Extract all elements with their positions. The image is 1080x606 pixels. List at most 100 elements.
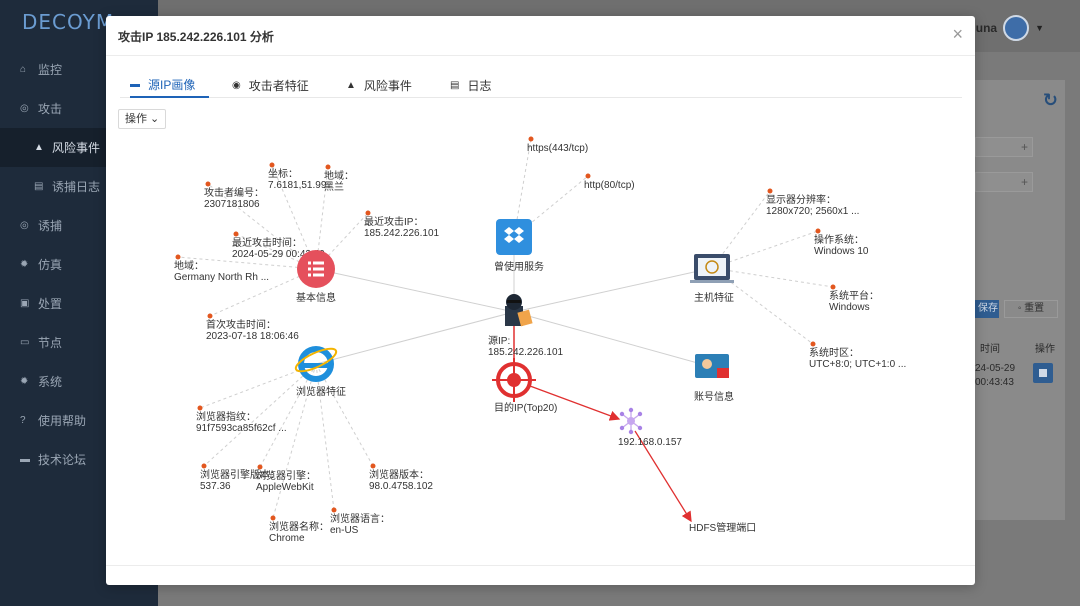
tab-0[interactable]: ▬源IP画像	[130, 72, 210, 98]
leaf-value: AppleWebKit	[256, 482, 314, 493]
leaf-dot[interactable]	[325, 164, 331, 170]
sidebar-item-0[interactable]: ⌂监控	[0, 50, 158, 89]
forum-icon: ▬	[20, 454, 30, 465]
relation-graph: 攻击者编号：2307181806坐标：7.6181,51.99地域：黑兰最近攻击…	[174, 136, 906, 544]
leaf-dot[interactable]	[233, 231, 239, 237]
browser-ie-bar	[302, 363, 330, 368]
leaf-dot[interactable]	[207, 313, 213, 319]
sidebar-item-label: 风险事件	[52, 141, 101, 155]
leaf-label: 浏览器语言：	[330, 512, 390, 525]
leaf-dot[interactable]	[767, 188, 773, 194]
leaf-label: 系统时区：	[809, 346, 859, 359]
tab-3[interactable]: ▤日志	[450, 72, 491, 98]
leaf-dot[interactable]	[331, 507, 337, 513]
sidebar-item-9[interactable]: ?使用帮助	[0, 401, 158, 440]
lock-icon: ▣	[20, 298, 30, 309]
save-button[interactable]: 保存	[975, 300, 999, 318]
fingerprint-icon: ◉	[232, 79, 241, 91]
account-lock-icon	[717, 368, 729, 378]
browser-ie-icon[interactable]	[298, 346, 334, 382]
edge-dest-ip	[529, 385, 621, 421]
sidebar-item-label: 系统	[38, 375, 63, 389]
host-base	[690, 280, 734, 283]
close-icon[interactable]: ×	[952, 24, 963, 44]
sidebar-item-label: 仿真	[38, 258, 63, 272]
sidebar-item-1[interactable]: ◎攻击	[0, 89, 158, 128]
brand-logo: DECOYM	[22, 10, 115, 34]
sidebar-item-4[interactable]: ◎诱捕	[0, 206, 158, 245]
analysis-modal: 攻击IP 185.242.226.101 分析 × ▬源IP画像 ◉攻击者特征 ▲风…	[106, 16, 975, 585]
filter-input-1[interactable]: +	[975, 137, 1033, 157]
time-clock: 00:43:43	[975, 377, 1014, 388]
edge-service-leaf-0	[513, 138, 532, 238]
dropbox-icon[interactable]	[496, 219, 532, 255]
sidebar-item-5[interactable]: ✹仿真	[0, 245, 158, 284]
column-time: 时间	[980, 344, 1000, 355]
edge-basic-leaf-0	[207, 183, 317, 270]
sidebar-item-6[interactable]: ▣处置	[0, 284, 158, 323]
reset-button[interactable]: ◦ 重置	[1004, 300, 1058, 318]
sidebar-item-10[interactable]: ▬技术论坛	[0, 440, 158, 479]
tab-bar: ▬源IP画像 ◉攻击者特征 ▲风险事件 ▤日志	[120, 72, 962, 98]
log-icon: ▤	[450, 79, 460, 91]
list-icon-bullet	[308, 267, 311, 271]
edge-basic-leaf-2	[315, 166, 329, 270]
leaf-value: 2023-07-18 18:06:46	[206, 331, 299, 342]
user-name: luna	[972, 21, 998, 35]
leaf-dot[interactable]	[269, 162, 275, 168]
leaf-label: 首次攻击时间：	[206, 318, 276, 331]
sidebar-item-8[interactable]: ✹系统	[0, 362, 158, 401]
sidebar-item-label: 监控	[38, 63, 63, 77]
leaf-value: Windows 10	[814, 246, 869, 257]
basic-info-label: 基本信息	[296, 291, 336, 304]
edge-basic-leaf-6	[209, 268, 317, 317]
leaf-dot[interactable]	[528, 136, 534, 142]
leaf-value: Chrome	[269, 533, 305, 544]
leaf-dot[interactable]	[365, 210, 371, 216]
leaf-dot[interactable]	[830, 284, 836, 290]
sidebar-item-7[interactable]: ▭节点	[0, 323, 158, 362]
leaf-dot[interactable]	[810, 341, 816, 347]
leaf-label: 地域：	[324, 169, 354, 182]
leaf-value: 1280x720; 2560x1 ...	[766, 206, 859, 217]
leaf-dot[interactable]	[815, 228, 821, 234]
tab-2[interactable]: ▲风险事件	[346, 72, 412, 98]
operate-dropdown[interactable]: 操作 ⌄	[118, 109, 167, 129]
list-icon-line	[313, 273, 324, 277]
leaf-dot[interactable]	[201, 463, 207, 469]
time-date: 24-05-29	[975, 363, 1016, 374]
leaf-dot[interactable]	[585, 173, 591, 179]
filter-input-2[interactable]: +	[975, 172, 1033, 192]
modal-title: 攻击IP 185.242.226.101 分析	[118, 30, 274, 44]
refresh-icon[interactable]: ↻	[1042, 90, 1058, 110]
edge-browser-leaf-2	[259, 363, 317, 468]
trap-icon: ◎	[20, 220, 29, 231]
row-action-button[interactable]	[1033, 363, 1053, 383]
user-menu[interactable]: luna ▼	[972, 15, 1044, 41]
modal-header: 攻击IP 185.242.226.101 分析 ×	[106, 16, 975, 56]
tab-1[interactable]: ◉攻击者特征	[232, 72, 309, 98]
leaf-value: 7.6181,51.99	[268, 180, 327, 191]
leaf-dot[interactable]	[205, 181, 211, 187]
sidebar-item-3[interactable]: ▤诱捕日志	[0, 167, 158, 206]
target-icon: ◎	[20, 103, 29, 114]
network-node-point-3	[637, 425, 643, 431]
tab-label: 风险事件	[363, 78, 412, 93]
leaf-dot[interactable]	[257, 464, 263, 470]
leaf-dot[interactable]	[197, 405, 203, 411]
hacker-folder	[517, 309, 533, 327]
edge-host-leaf-2	[711, 267, 834, 288]
column-operate: 操作	[1035, 344, 1055, 355]
host-label: 主机特征	[694, 291, 734, 304]
network-node-point-1	[637, 411, 643, 417]
hacker-icon[interactable]	[505, 306, 523, 326]
edge-browser-leaf-5	[315, 363, 335, 511]
modal-footer-divider	[106, 565, 975, 566]
leaf-dot[interactable]	[270, 515, 276, 521]
leaf-label: 最近攻击时间：	[232, 236, 302, 249]
leaf-value: 2024-05-29 00:43:49	[232, 249, 325, 260]
account-label: 账号信息	[694, 390, 734, 403]
leaf-dot[interactable]	[370, 463, 376, 469]
leaf-dot[interactable]	[175, 254, 181, 260]
log-icon: ▤	[34, 181, 44, 192]
